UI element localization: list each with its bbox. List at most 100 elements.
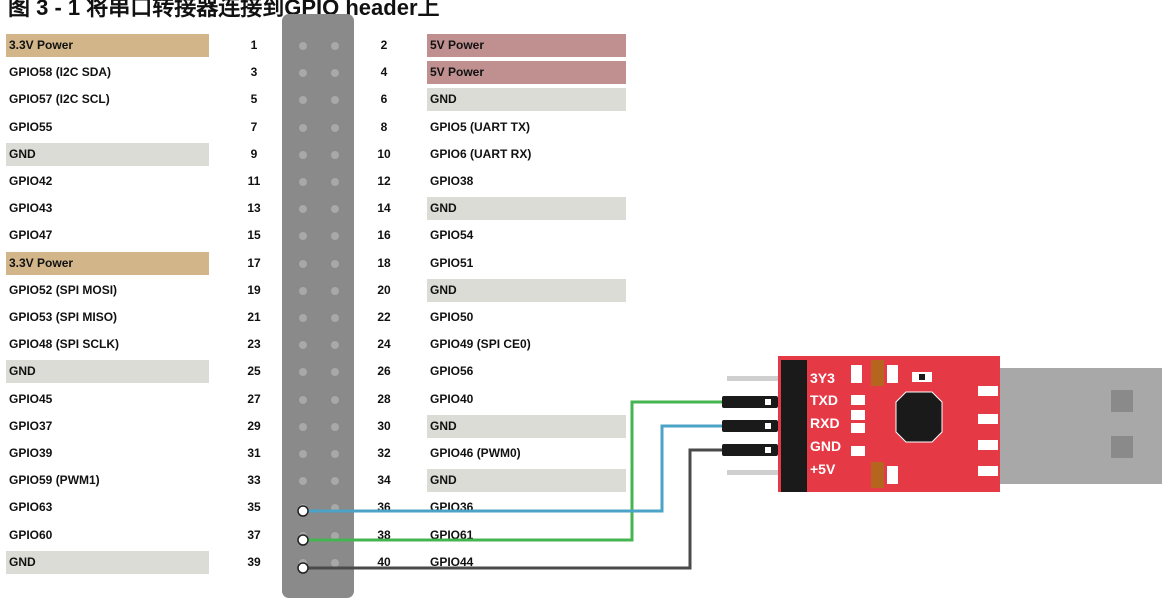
header-pin-33 bbox=[299, 477, 307, 486]
header-pin-36 bbox=[331, 504, 339, 513]
pin-label-24: GPIO49 (SPI CE0) bbox=[430, 337, 531, 352]
pin-label-30: GND bbox=[427, 414, 626, 438]
pin-number-4: 4 bbox=[380, 65, 388, 80]
header-pin-27 bbox=[299, 395, 307, 404]
header-pin-18 bbox=[331, 259, 339, 268]
pin-number-21: 21 bbox=[247, 310, 261, 324]
pin-label-13: GPIO43 bbox=[9, 201, 53, 216]
header-pin-40 bbox=[331, 558, 339, 567]
pin-number-22: 22 bbox=[377, 310, 391, 324]
pin-label-16: GPIO54 bbox=[430, 228, 474, 243]
pin-number-32: 32 bbox=[377, 446, 391, 460]
header-pin-25 bbox=[299, 368, 307, 377]
header-pin-34 bbox=[331, 477, 339, 486]
usb-serial-adapter: 3Y3 TXD RXD GND +5V bbox=[722, 356, 1162, 492]
header-pin-17 bbox=[299, 259, 307, 268]
usb-pin-label-4: +5V bbox=[810, 461, 836, 477]
pin-label-10: GPIO6 (UART RX) bbox=[430, 146, 532, 161]
header-pin-29 bbox=[299, 422, 307, 431]
header-pin-24 bbox=[331, 341, 339, 350]
pin-number-10: 10 bbox=[377, 146, 391, 161]
pin-label-37: GPIO60 bbox=[9, 527, 53, 542]
pin-number-7: 7 bbox=[250, 119, 258, 134]
header-pin-15 bbox=[299, 232, 307, 241]
pin-number-29: 29 bbox=[247, 418, 261, 433]
pin-label-12: GPIO38 bbox=[430, 174, 474, 188]
usb-pin-label-1: TXD bbox=[810, 392, 838, 408]
header-pin-20 bbox=[331, 286, 339, 295]
wire-end-pin37 bbox=[297, 534, 309, 546]
header-pin-26 bbox=[331, 368, 339, 377]
pin-label-7: GPIO55 bbox=[9, 119, 53, 134]
header-pin-2 bbox=[331, 42, 339, 50]
pin-number-2: 2 bbox=[380, 38, 388, 52]
pin-number-26: 26 bbox=[377, 364, 391, 379]
pin-number-3: 3 bbox=[250, 65, 258, 80]
header-pin-3 bbox=[299, 69, 307, 78]
pin-number-15: 15 bbox=[247, 228, 261, 243]
wire-pin37-txd bbox=[303, 400, 727, 542]
pin-label-17: 3.3V Power bbox=[6, 251, 209, 275]
pin-label-11: GPIO42 bbox=[9, 174, 53, 188]
header-pin-28 bbox=[331, 395, 339, 404]
pin-label-39: GND bbox=[6, 550, 209, 574]
pin-label-31: GPIO39 bbox=[9, 446, 53, 460]
pin-number-24: 24 bbox=[377, 337, 391, 352]
pin-number-38: 38 bbox=[377, 527, 391, 542]
pin-label-28: GPIO40 bbox=[430, 391, 474, 406]
usb-pin-label-3: GND bbox=[810, 438, 841, 454]
pin-number-31: 31 bbox=[247, 446, 261, 460]
usb-chip bbox=[895, 391, 943, 443]
header-pin-19 bbox=[299, 286, 307, 295]
pin-label-22: GPIO50 bbox=[430, 310, 474, 324]
pin-number-23: 23 bbox=[247, 337, 261, 352]
pin-label-14: GND bbox=[427, 197, 626, 221]
pin-number-35: 35 bbox=[247, 500, 261, 515]
pin-number-28: 28 bbox=[377, 391, 391, 406]
pin-number-14: 14 bbox=[377, 201, 391, 216]
pin-label-5: GPIO57 (I2C SCL) bbox=[9, 92, 110, 107]
pin-number-16: 16 bbox=[377, 228, 391, 243]
gpio-header bbox=[282, 14, 354, 598]
pin-number-1: 1 bbox=[250, 38, 258, 52]
pin-label-8: GPIO5 (UART TX) bbox=[430, 119, 531, 134]
pin-label-32: GPIO46 (PWM0) bbox=[430, 446, 521, 460]
pin-number-37: 37 bbox=[247, 527, 261, 542]
pin-label-26: GPIO56 bbox=[430, 364, 474, 379]
pin-label-27: GPIO45 bbox=[9, 391, 53, 406]
pin-number-30: 30 bbox=[377, 418, 391, 433]
pin-number-39: 39 bbox=[247, 554, 261, 569]
header-pin-6 bbox=[331, 96, 339, 105]
pin-number-34: 34 bbox=[377, 473, 391, 488]
wire-end-pin35 bbox=[297, 505, 309, 517]
header-pin-9 bbox=[299, 150, 307, 159]
header-pin-11 bbox=[299, 178, 307, 186]
pin-number-33: 33 bbox=[247, 473, 261, 488]
pin-label-34: GND bbox=[427, 469, 626, 493]
pin-label-1: 3.3V Power bbox=[6, 34, 209, 57]
header-pin-4 bbox=[331, 69, 339, 78]
pin-number-17: 17 bbox=[247, 255, 261, 270]
header-pin-13 bbox=[299, 205, 307, 214]
pin-label-29: GPIO37 bbox=[9, 418, 53, 433]
pin-number-27: 27 bbox=[247, 391, 261, 406]
pin-number-8: 8 bbox=[380, 119, 388, 134]
pin-label-20: GND bbox=[427, 278, 626, 302]
header-pin-22 bbox=[331, 314, 339, 322]
pin-label-38: GPIO61 bbox=[430, 527, 474, 542]
wire-pin35-rxd bbox=[303, 424, 727, 513]
header-pin-7 bbox=[299, 123, 307, 132]
wire-end-pin39 bbox=[297, 562, 309, 574]
pin-label-21: GPIO53 (SPI MISO) bbox=[9, 310, 118, 324]
pin-number-11: 11 bbox=[247, 174, 261, 188]
pin-label-18: GPIO51 bbox=[430, 255, 474, 270]
header-pin-23 bbox=[299, 341, 307, 350]
pin-label-35: GPIO63 bbox=[9, 500, 53, 515]
pin-label-15: GPIO47 bbox=[9, 228, 53, 243]
pin-number-12: 12 bbox=[377, 174, 391, 188]
header-pin-21 bbox=[299, 314, 307, 322]
pin-label-9: GND bbox=[6, 142, 209, 166]
pin-number-25: 25 bbox=[247, 364, 261, 379]
